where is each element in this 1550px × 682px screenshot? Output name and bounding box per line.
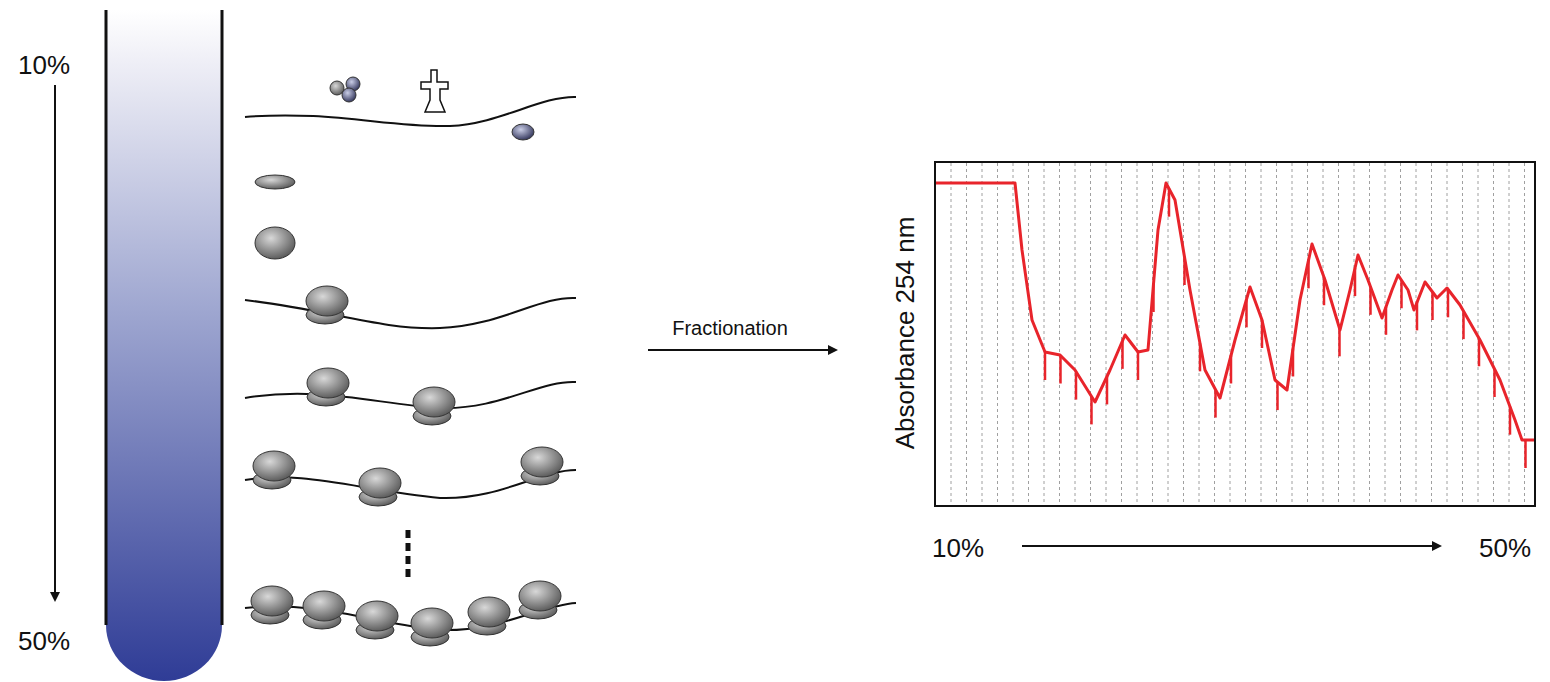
process-arrow [648, 349, 836, 351]
fraction-mark [1230, 355, 1233, 383]
axis-title: Absorbance 254 nm [892, 217, 918, 450]
fraction-mark [1261, 320, 1264, 348]
absorbance-trace [935, 183, 1534, 440]
fraction-mark [1323, 277, 1326, 305]
fraction-mark [1524, 440, 1527, 468]
grid-line [1183, 163, 1184, 505]
fraction-mark [1478, 338, 1481, 366]
fraction-mark [1199, 343, 1202, 371]
grid-line [951, 163, 952, 505]
grid-line [1524, 163, 1525, 505]
grid-line [1416, 163, 1417, 505]
grid-line [1354, 163, 1355, 505]
fraction-mark [1276, 382, 1279, 410]
fraction-mark [1121, 341, 1124, 369]
small-subunit [255, 175, 295, 189]
grid-line [966, 163, 967, 505]
fraction-mark [1214, 390, 1217, 418]
fraction-mark [1462, 311, 1465, 339]
grid-line [1137, 163, 1138, 505]
fraction-mark [1307, 260, 1310, 288]
fraction-mark [1493, 369, 1496, 397]
grid-line [1261, 163, 1262, 505]
grid-line [1059, 163, 1060, 505]
fraction-mark [1431, 292, 1434, 320]
ribosome [306, 286, 348, 324]
grid-line [1292, 163, 1293, 505]
grid-line [1338, 163, 1339, 505]
grid-line [1447, 163, 1448, 505]
grid-line [1276, 163, 1277, 505]
grid-line [982, 163, 983, 505]
axis-arrow [1022, 545, 1440, 547]
grid-line [1431, 163, 1432, 505]
fraction-mark [1447, 289, 1450, 317]
grid-line [1090, 163, 1091, 505]
fraction-mark [1168, 189, 1171, 217]
fraction-mark [1400, 280, 1403, 308]
grid-line [1044, 163, 1045, 505]
grid-line [1152, 163, 1153, 505]
fraction-mark [1292, 348, 1295, 376]
process-label: Fractionation [672, 318, 788, 338]
grid-line [1509, 163, 1510, 505]
grid-line [1369, 163, 1370, 505]
grid-line [1230, 163, 1231, 505]
grid-line [1168, 163, 1169, 505]
grid-line [1028, 163, 1029, 505]
trna [421, 70, 448, 112]
grid-line [1307, 163, 1308, 505]
fraction-mark [1137, 352, 1140, 380]
fraction-mark [1354, 268, 1357, 296]
fraction-mark [1416, 302, 1419, 330]
grid-line [1121, 163, 1122, 505]
grid-line [1106, 163, 1107, 505]
gradient-tube [106, 10, 222, 681]
large-subunit [255, 227, 295, 259]
fraction-mark [1090, 396, 1093, 424]
fraction-mark [1152, 284, 1155, 312]
grid-line [1400, 163, 1401, 505]
protein [512, 124, 534, 140]
grid-line [997, 163, 998, 505]
grid-line [1462, 163, 1463, 505]
axis-start-label: 10% [932, 535, 984, 561]
fraction-mark [1106, 376, 1109, 404]
fraction-mark [1245, 299, 1248, 327]
gradient-arrow [54, 85, 56, 600]
fraction-mark [1338, 328, 1341, 356]
fraction-mark [1385, 307, 1388, 335]
fraction-mark [1509, 407, 1512, 435]
grid-line [1214, 163, 1215, 505]
gradient-bottom-label: 50% [18, 628, 70, 654]
axis-end-label: 50% [1479, 535, 1531, 561]
fraction-mark [1183, 257, 1186, 285]
grid-line [1323, 163, 1324, 505]
gradient-top-label: 10% [18, 52, 70, 78]
grid-line [1493, 163, 1494, 505]
grid-line [1245, 163, 1246, 505]
chart-area [935, 162, 1535, 506]
grid-line [1075, 163, 1076, 505]
fraction-mark [1075, 372, 1078, 400]
fraction-mark [1369, 287, 1372, 315]
fraction-mark [1059, 356, 1062, 384]
mrna [245, 97, 576, 126]
fraction-mark [1044, 352, 1047, 380]
grid-line [1385, 163, 1386, 505]
grid-line [1013, 163, 1014, 505]
